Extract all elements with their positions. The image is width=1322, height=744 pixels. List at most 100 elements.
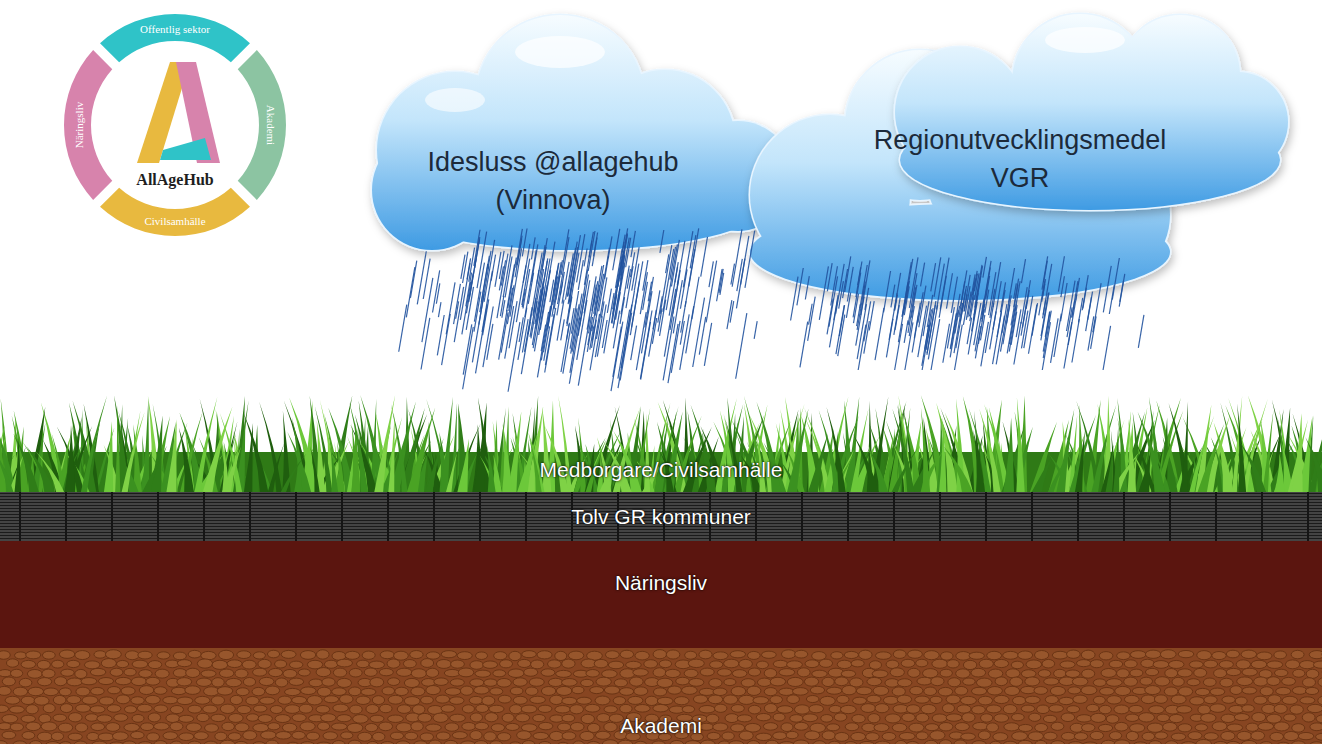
ground-layers-part xyxy=(852,715,866,723)
ground-layers-part xyxy=(201,670,216,677)
ground-layers-part xyxy=(1068,742,1084,744)
ground-layers-part xyxy=(537,651,552,659)
ground-layers-part xyxy=(247,714,259,721)
ground-layers-part xyxy=(908,668,920,677)
grass-part xyxy=(1169,403,1192,492)
ground-layers-part xyxy=(460,686,473,695)
rain-streaks-part xyxy=(613,242,625,310)
ground-layers-part xyxy=(163,732,178,740)
ground-layers-part xyxy=(211,696,224,705)
ground-layers-part xyxy=(1082,724,1095,732)
rain-streaks-part xyxy=(889,293,897,340)
rain-streaks-part xyxy=(884,271,891,312)
ground-layers-part xyxy=(1099,705,1111,714)
rain-streaks-part xyxy=(975,273,979,299)
ground-layers-part xyxy=(506,723,520,730)
ground-layers-part xyxy=(205,724,219,732)
ground-layers-part xyxy=(747,741,760,744)
rain-streaks-part xyxy=(516,229,523,268)
ground-layers-part xyxy=(653,668,666,677)
ground-layers-part xyxy=(309,679,323,687)
ground-layers-part xyxy=(267,650,279,658)
ground-layers-part xyxy=(1067,706,1080,713)
rain-streaks-part xyxy=(668,324,678,383)
ground-layers-part xyxy=(380,742,394,744)
grass-part xyxy=(179,428,194,492)
ground-layers-part xyxy=(1109,660,1123,668)
ground-layers-part xyxy=(1277,742,1290,744)
ground-layers-part xyxy=(596,677,611,686)
ground-layers-part xyxy=(1204,660,1218,668)
ground-layers-part xyxy=(157,490,159,541)
ground-layers-part xyxy=(810,686,824,694)
ground-layers-part xyxy=(779,669,795,676)
ground-layers-part xyxy=(436,695,450,703)
ground-layers-part xyxy=(717,669,731,676)
ground-layers-part xyxy=(608,661,623,669)
rain-streaks-part xyxy=(1067,307,1072,337)
ground-layers-part xyxy=(892,723,907,731)
rain-streaks xyxy=(791,256,1144,370)
ground-layers-part xyxy=(1003,705,1017,714)
grass-part xyxy=(115,406,120,492)
ground-layers-part xyxy=(364,668,377,676)
ground-layers-part xyxy=(295,490,297,541)
ground-layers-part xyxy=(509,651,521,660)
ground-layers-part xyxy=(1026,660,1042,669)
ground-layers-part xyxy=(1176,706,1191,713)
ground-layers-part xyxy=(497,678,511,687)
grass-part xyxy=(446,453,457,492)
ground-layers-part xyxy=(1115,722,1129,731)
ground-layers-part xyxy=(489,705,504,712)
ground-layers-part xyxy=(757,678,771,686)
ground-layers-part xyxy=(995,677,1007,686)
grass-part xyxy=(81,395,107,492)
ground-layers-part xyxy=(418,713,432,722)
rain-streaks-part xyxy=(808,297,816,341)
ground-layers-part xyxy=(220,704,235,713)
rain-streaks-part xyxy=(528,270,539,334)
ground-layers-part xyxy=(873,686,889,695)
rain-streaks-part xyxy=(631,231,635,257)
ground-layers-part xyxy=(763,723,777,731)
ground-layers-part xyxy=(1282,677,1296,685)
rain-streaks-part xyxy=(980,315,984,340)
ground-layers-part xyxy=(1302,713,1315,722)
ground-layers-part xyxy=(1140,677,1153,685)
ground-layers-part xyxy=(299,704,312,713)
ground-layers-part xyxy=(1099,687,1114,695)
ground-layers-part xyxy=(380,651,394,659)
ground-layers-part xyxy=(822,677,834,686)
rain-streaks-part xyxy=(827,299,833,335)
ground-layers-part xyxy=(145,695,160,704)
ground-layers-part xyxy=(932,714,947,722)
ground-layers-part xyxy=(1254,677,1268,686)
rain-streaks-part xyxy=(1011,312,1017,345)
ground-layers-part xyxy=(1129,724,1144,732)
rain-streaks-part xyxy=(484,240,495,302)
ground-layers-part xyxy=(1197,651,1212,660)
ground-layers-part xyxy=(724,659,739,668)
ground-layers-part xyxy=(700,668,714,676)
ground-layers-part xyxy=(972,741,987,744)
ground-layers-part xyxy=(722,732,734,740)
ground-layers-part xyxy=(131,731,145,738)
ground-layers-part xyxy=(227,660,242,668)
ground-layers-part xyxy=(781,723,793,732)
grass-part xyxy=(921,395,947,492)
grass-part xyxy=(936,403,958,492)
ground-layers-part xyxy=(893,650,906,659)
ground-layers-part xyxy=(289,661,302,668)
ground-layers-part xyxy=(525,687,538,695)
ground-layers-part xyxy=(1130,669,1143,677)
rain-streaks-part xyxy=(827,263,832,291)
ground-layers-part xyxy=(449,697,464,705)
ground-layers-part xyxy=(572,686,584,693)
ground-layers-part xyxy=(729,741,744,744)
ground-layers-part xyxy=(979,659,993,668)
grass-part xyxy=(1237,403,1246,492)
ground-layers-part xyxy=(51,732,63,740)
ground-layers-part xyxy=(986,723,998,732)
ground-layers-part xyxy=(275,660,287,668)
ground-layers-part xyxy=(278,696,291,704)
